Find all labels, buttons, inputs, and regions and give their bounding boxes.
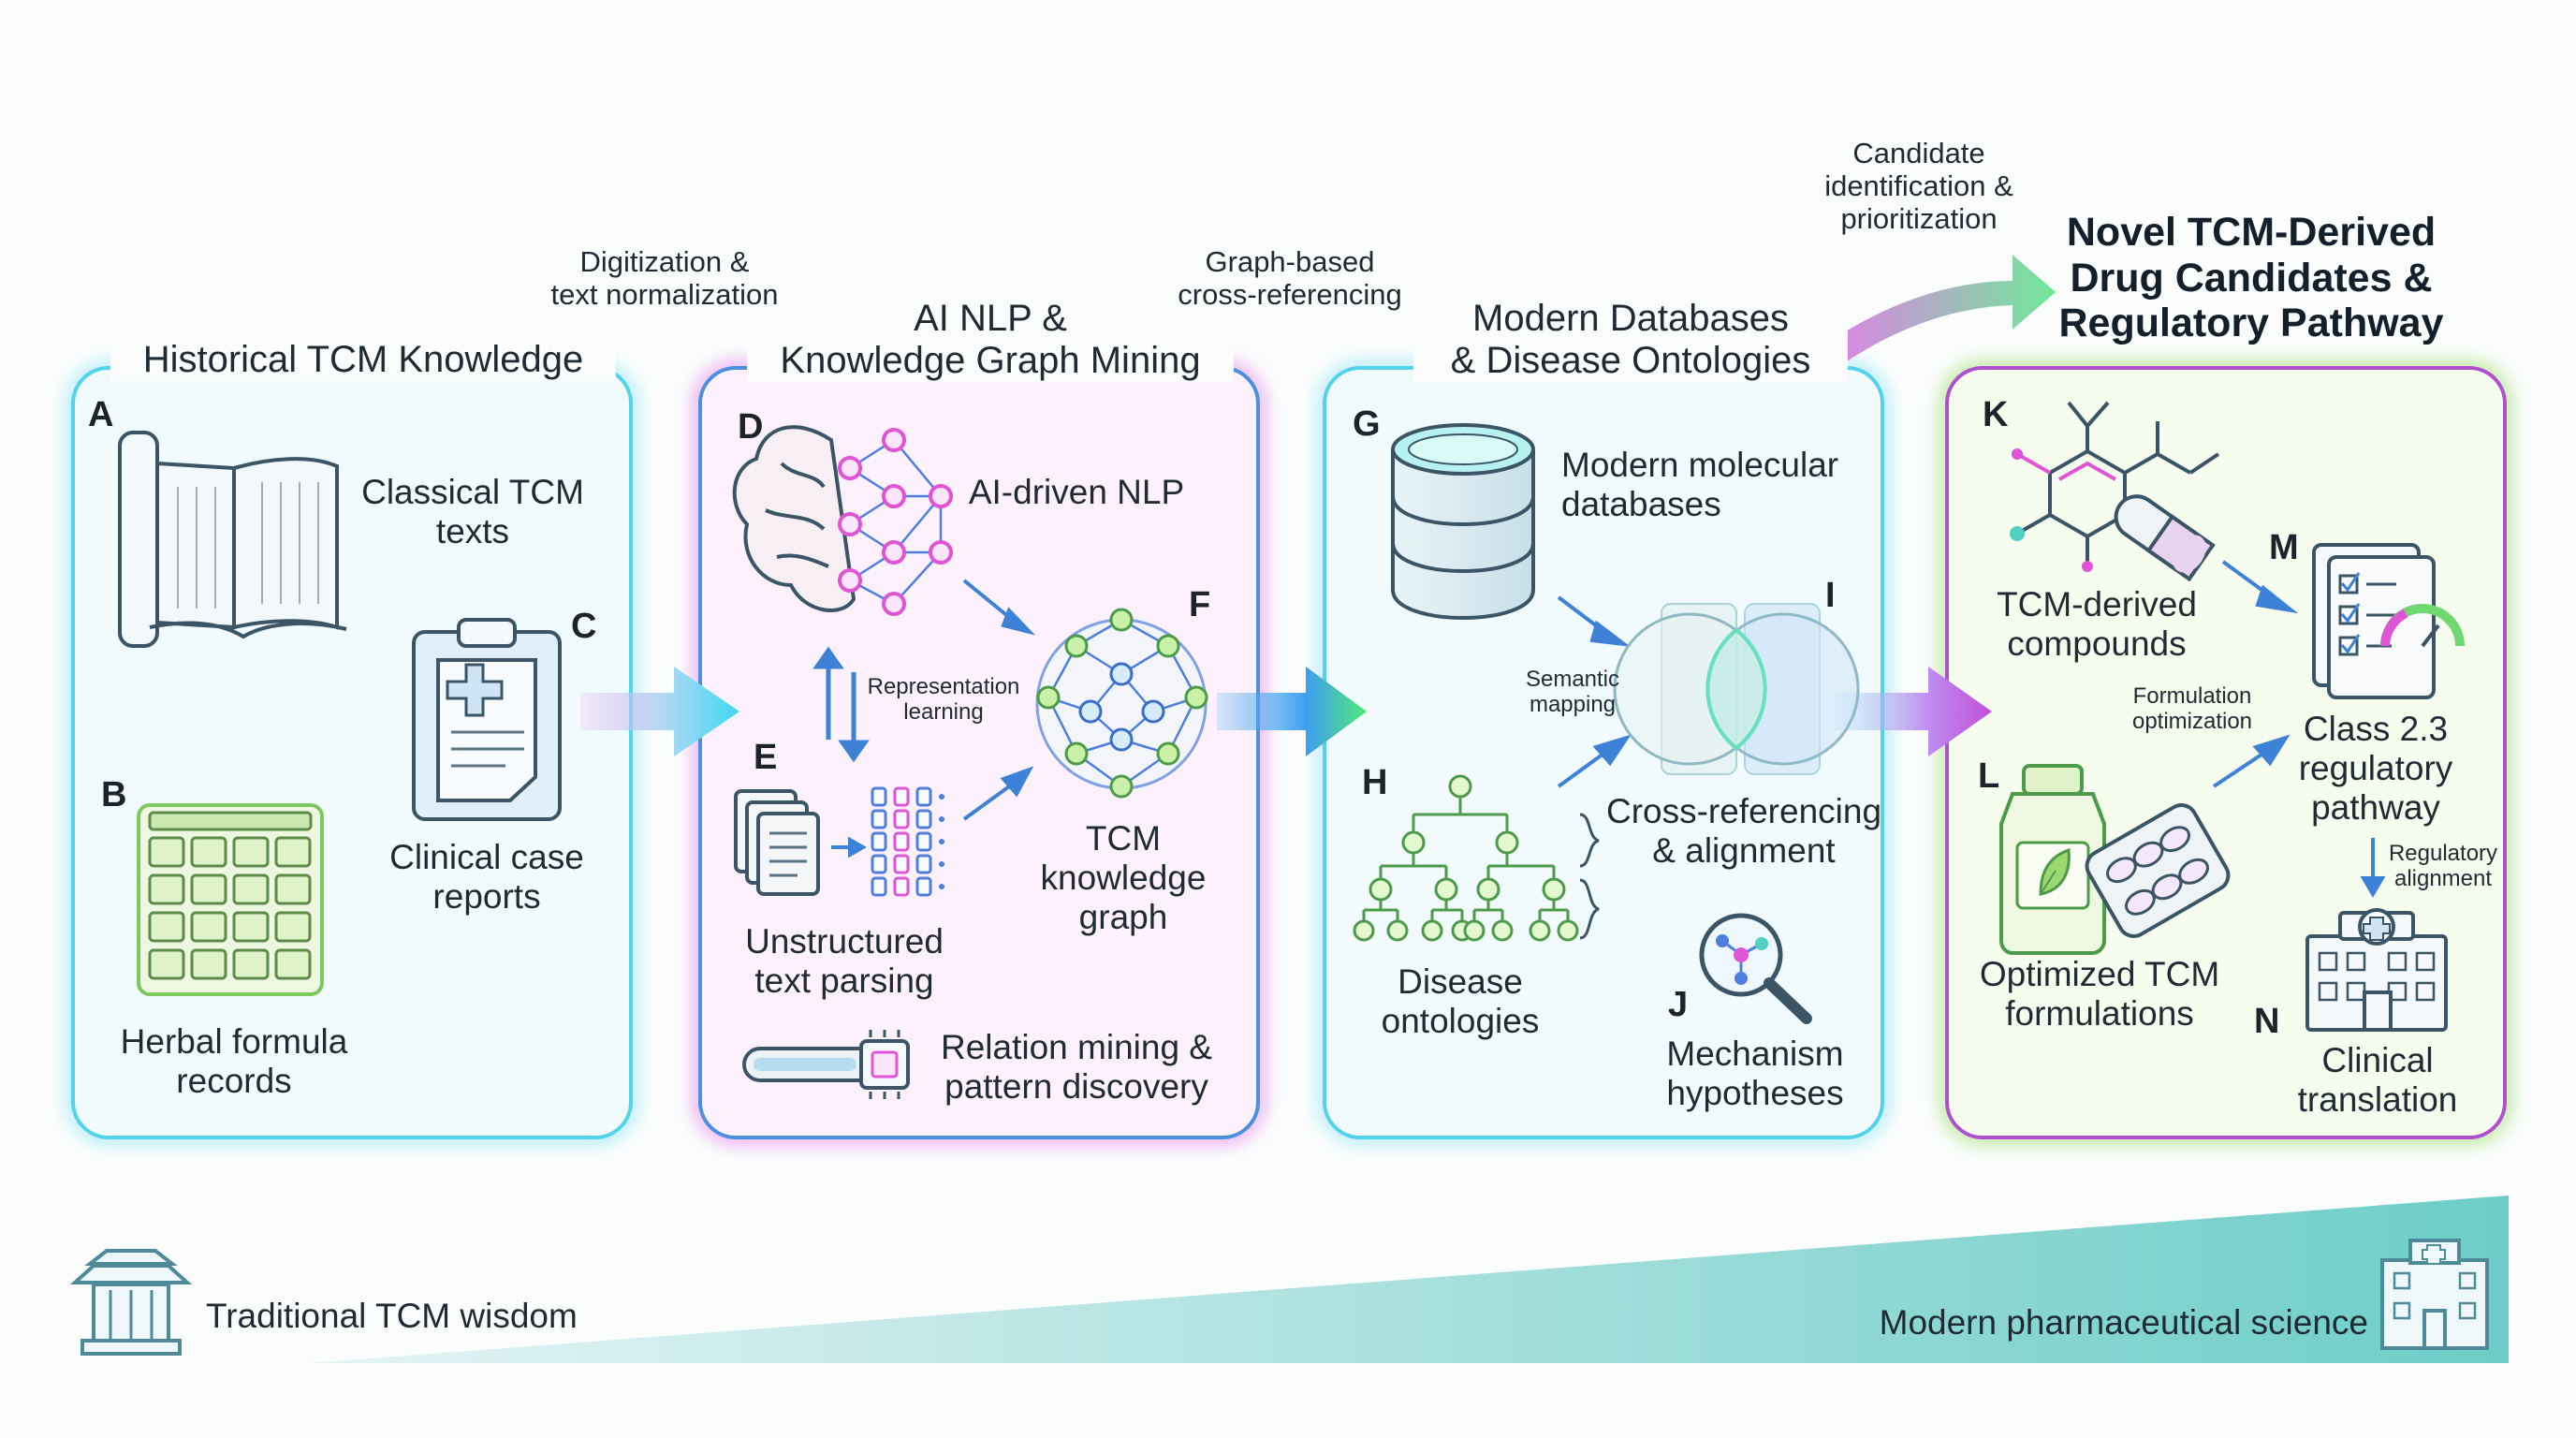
letter-j: J (1668, 985, 1689, 1024)
letter-m: M (2269, 528, 2299, 567)
formulation-optimization-label: Formulation optimization (2131, 683, 2253, 735)
database-icon (1391, 423, 1535, 620)
flow-arrow-3 (1835, 667, 1992, 756)
letter-e: E (754, 738, 778, 777)
graph-based-label: Graph-based cross-referencing (1178, 245, 1402, 312)
medicine-bottle-icon (1999, 764, 2106, 955)
letter-k: K (1983, 395, 2009, 434)
blister-pack-icon (2085, 803, 2231, 938)
letter-f: F (1189, 585, 1211, 624)
letter-d: D (738, 407, 764, 447)
regulatory-alignment-label: Regulatory alignment (2388, 841, 2498, 892)
candidate-curve-arrow (1825, 255, 2056, 363)
cross-referencing-label: Cross-referencing & alignment (1605, 792, 1882, 870)
mechanism-hypotheses-label: Mechanism hypotheses (1666, 1034, 1844, 1112)
novel-small-arrows (2212, 560, 2386, 898)
regulatory-document-icon (2312, 543, 2465, 699)
letter-i: I (1825, 576, 1836, 615)
db-small-arrows (1557, 595, 1632, 788)
databases-panel-title: Modern Databases & Disease Ontologies (1413, 298, 1848, 383)
ai-nlp-label: AI-driven NLP (968, 473, 1185, 511)
letter-h: H (1362, 763, 1388, 802)
text-parsing-label: Unstructured text parsing (745, 922, 944, 1000)
herbal-records-label: Herbal formula records (120, 1022, 348, 1100)
letter-g: G (1353, 404, 1381, 444)
letter-c: C (571, 607, 597, 646)
neural-network-icon (838, 428, 953, 616)
candidate-label: Candidate identification & prioritizatio… (1824, 137, 2013, 236)
relation-mining-label: Relation mining & pattern discovery (941, 1028, 1212, 1106)
historical-panel-title: Historical TCM Knowledge (110, 339, 616, 382)
molecular-databases-label: Modern molecular databases (1561, 446, 1839, 523)
herb-cabinet-icon (137, 803, 324, 996)
ai-small-arrows (831, 579, 1036, 858)
optimized-formulations-label: Optimized TCM formulations (1979, 955, 2220, 1033)
modern-science-label: Modern pharmaceutical science (1879, 1303, 2368, 1342)
ontology-tree-icon (1353, 774, 1600, 942)
novel-panel-title: Novel TCM-Derived Drug Candidates & Regu… (2058, 210, 2444, 346)
letter-a: A (88, 395, 114, 434)
capsule-icon (2114, 494, 2216, 582)
representation-learning-label: Representation learning (867, 674, 1020, 726)
semantic-mapping-label: Semantic mapping (1525, 667, 1620, 718)
progress-wedge (309, 1196, 2509, 1363)
hospital-icon (2305, 908, 2448, 1032)
book-icon (118, 431, 347, 648)
digitization-label: Digitization & text normalization (550, 245, 779, 312)
footer-hospital-icon (2380, 1239, 2489, 1350)
letter-n: N (2254, 1002, 2280, 1041)
knowledge-graph-label: TCM knowledge graph (1040, 819, 1207, 936)
disease-ontologies-label: Disease ontologies (1381, 962, 1540, 1040)
chip-slider-icon (742, 1030, 910, 1099)
flow-arrow-1 (580, 667, 739, 756)
ai-panel-title: AI NLP & Knowledge Graph Mining (747, 298, 1234, 383)
venn-alignment-icon (1613, 603, 1860, 775)
representation-arrows (812, 646, 870, 763)
traditional-wisdom-label: Traditional TCM wisdom (206, 1297, 578, 1335)
tcm-compounds-label: TCM-derived compounds (1997, 585, 2197, 663)
class-pathway-label: Class 2.3 regulatory pathway (2298, 710, 2453, 827)
magnifier-molecule-icon (1699, 913, 1812, 1024)
documents-icon (734, 789, 820, 896)
clinical-reports-label: Clinical case reports (389, 838, 584, 916)
token-matrix-icon (871, 786, 944, 897)
letter-b: B (101, 775, 127, 814)
flow-arrow-2 (1217, 667, 1367, 756)
letter-l: L (1978, 756, 2000, 796)
temple-icon (69, 1249, 193, 1356)
knowledge-graph-icon (1035, 608, 1208, 799)
brain-icon (732, 425, 856, 612)
clinical-translation-label: Clinical translation (2297, 1041, 2458, 1119)
clipboard-icon (412, 618, 562, 821)
classical-texts-label: Classical TCM texts (361, 473, 584, 550)
